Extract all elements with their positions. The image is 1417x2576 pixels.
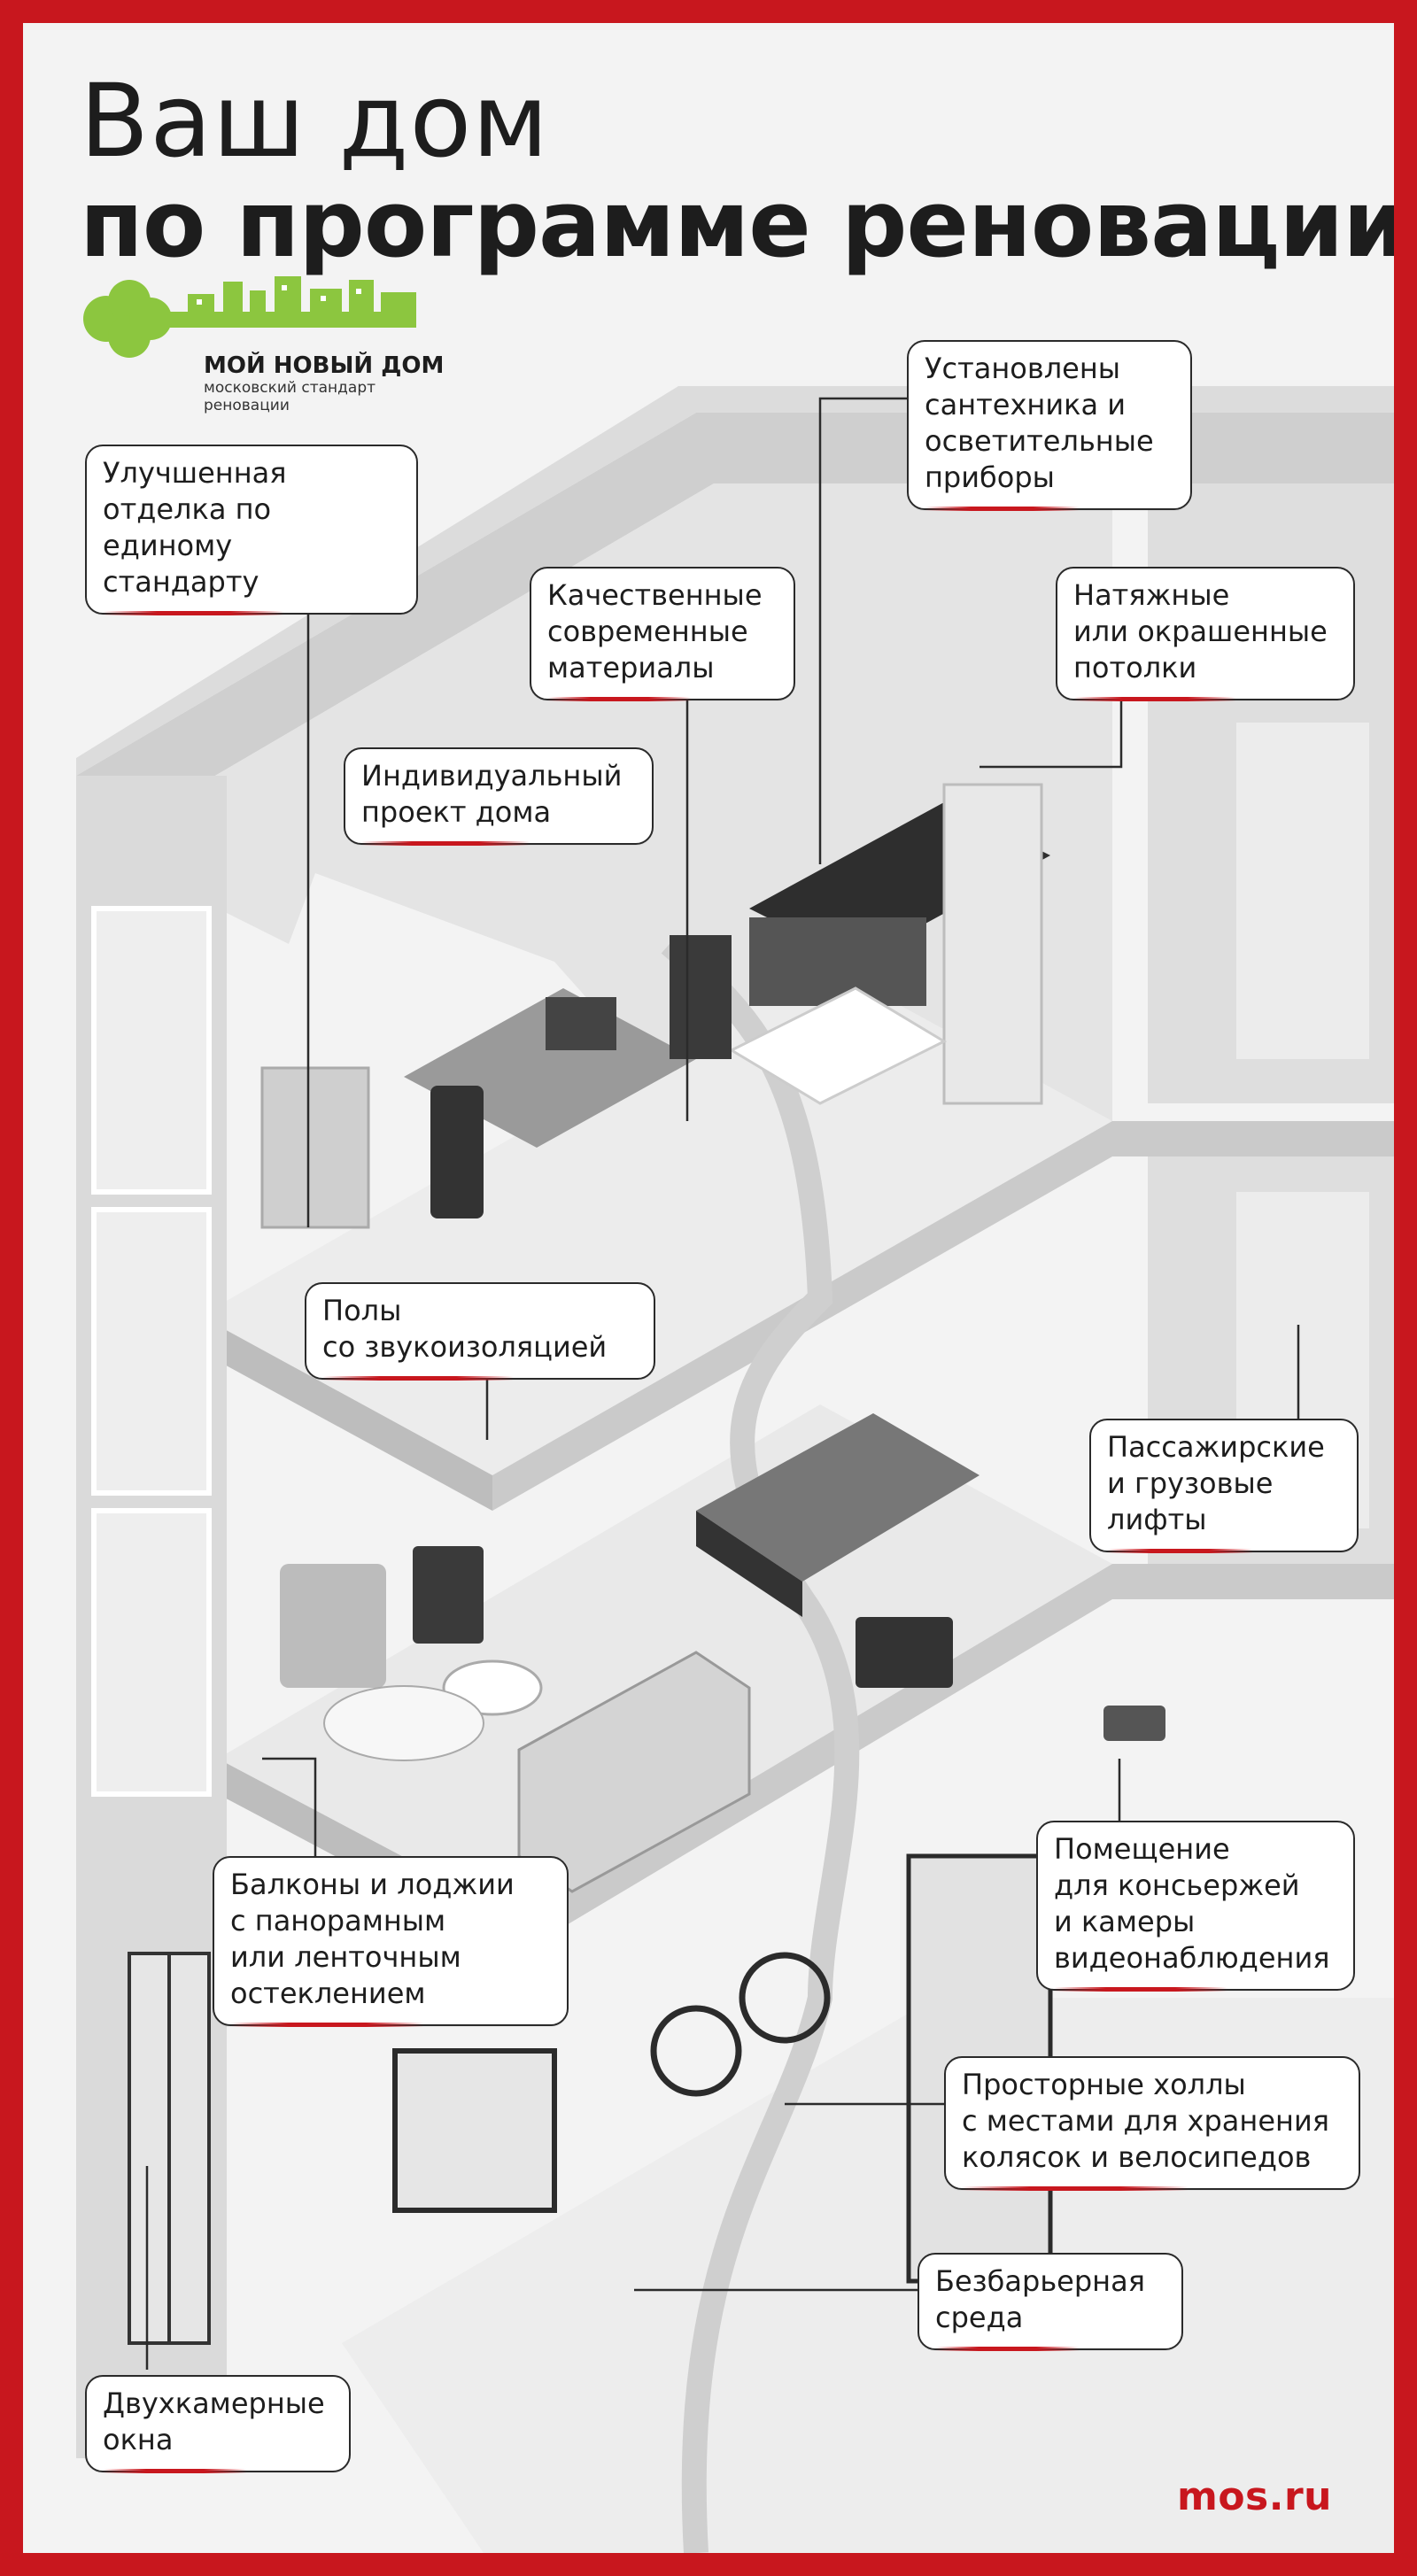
key-house-logo-icon — [83, 276, 416, 358]
ottoman — [856, 1617, 953, 1688]
monitor — [546, 997, 616, 1050]
balcony-glass-3 — [91, 1508, 212, 1797]
page-title-line1: Ваш дом — [80, 62, 550, 180]
footer-site: mos.ru — [1176, 2474, 1332, 2519]
leader-lines — [145, 397, 1300, 2370]
callout-halls: Просторные холлы с местами для хранения … — [944, 2056, 1360, 2191]
callout-floors: Полы со звукоизоляцией — [305, 1282, 655, 1381]
callout-project: Индивидуальный проект дома — [344, 747, 654, 846]
callout-windows: Двухкамерные окна — [85, 2375, 351, 2473]
callout-ceilings: Натяжные или окрашенные потолки — [1056, 567, 1355, 701]
bed — [696, 1413, 980, 1582]
logo-name: МОЙ НОВЫЙ ДОМ — [204, 352, 445, 379]
rug — [323, 1685, 484, 1761]
dishwasher — [670, 935, 732, 1059]
chair — [430, 1086, 484, 1218]
page-title-line2: по программе реновации — [80, 170, 1394, 278]
dining-table — [728, 986, 948, 1105]
kitchen-shelves — [942, 783, 1043, 1105]
balcony-glass-2 — [91, 1207, 212, 1496]
chest-of-drawers — [260, 1066, 370, 1229]
plant-pot — [413, 1546, 484, 1644]
middle-floor-plane — [218, 1404, 1112, 1918]
elevator-door-upper — [1236, 723, 1369, 1059]
bicycle-wheel-1 — [650, 2005, 742, 2097]
callout-concierge: Помещение для консьержей и камеры видеон… — [1036, 1821, 1355, 1992]
bed-frame — [696, 1511, 802, 1617]
security-camera — [1103, 1706, 1165, 1741]
logo-subtitle: московский стандарт реновации — [204, 379, 376, 414]
callout-finishing: Улучшенная отделка по единому стандарту — [85, 445, 418, 615]
armchair — [280, 1564, 386, 1688]
roof-slab — [76, 413, 1394, 816]
callout-plumbing: Установлены сантехника и осветительные п… — [907, 340, 1192, 511]
kitchen-base — [749, 917, 926, 1006]
logo: МОЙ НОВЫЙ ДОМ московский стандарт ренова… — [73, 275, 444, 414]
bicycle-wheel-2 — [739, 1952, 831, 2044]
curved-partition — [661, 934, 860, 2553]
callout-materials: Качественные современные материалы — [530, 567, 795, 701]
callout-barrier-free: Безбарьерная среда — [918, 2253, 1183, 2351]
callout-elevators: Пассажирские и грузовые лифты — [1089, 1419, 1359, 1553]
callout-balconies: Балконы и лоджии с панорамным или ленточ… — [213, 1856, 569, 2027]
upper-floor-edge — [200, 1316, 492, 1511]
poster-canvas: Ваш дом по программе реновации — [23, 23, 1394, 2553]
hall-window — [392, 2048, 557, 2213]
balcony-glass-1 — [91, 906, 212, 1195]
